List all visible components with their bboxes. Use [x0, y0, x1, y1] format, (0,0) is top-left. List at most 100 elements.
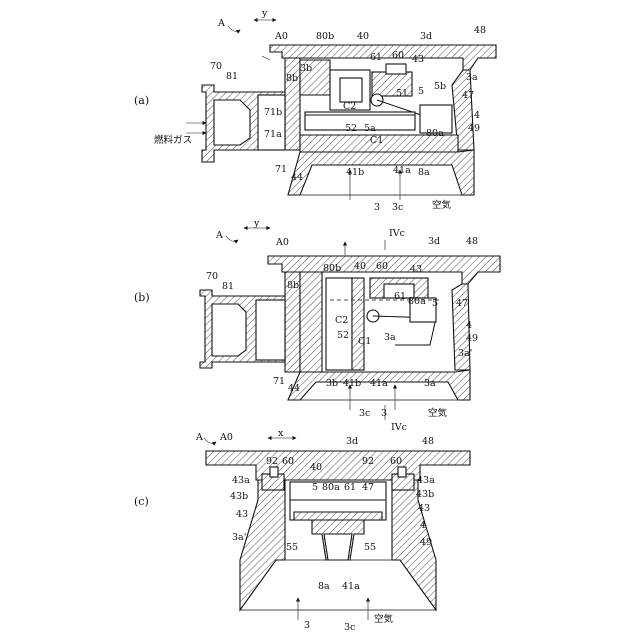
inlet-bore-81 [214, 100, 250, 145]
label-IVc: IVc [389, 228, 405, 239]
label-40: 40 [357, 31, 369, 42]
label-55-right: 55 [364, 542, 376, 553]
label-43-left: 43 [236, 509, 248, 520]
label-air: 空気 [374, 613, 394, 625]
label-8b: 8b [286, 73, 298, 84]
label-92-right: 92 [362, 456, 374, 467]
label-43b-right: 43b [416, 489, 434, 500]
label-49: 49 [466, 333, 478, 344]
label-41a: 41a [342, 581, 360, 592]
label-y: y [261, 8, 268, 19]
label-43b-left: 43b [230, 491, 248, 502]
nozzle-bore [324, 534, 352, 560]
bottom-bell [288, 150, 474, 195]
label-air: 空気 [428, 407, 448, 419]
label-40: 40 [354, 261, 366, 272]
view-arrow-A [204, 438, 216, 443]
label-A: A [195, 432, 203, 443]
label-C2: C2 [343, 101, 356, 112]
inner-block-8b [300, 272, 322, 372]
label-3c: 3c [359, 408, 370, 419]
label-80a: 80a [408, 296, 426, 307]
label-71: 71 [275, 164, 287, 175]
label-3d: 3d [420, 31, 432, 42]
label-70: 70 [206, 271, 218, 282]
label-61: 61 [370, 52, 382, 63]
panel-tag: (c) [134, 495, 149, 508]
label-3a: 3a [466, 72, 478, 83]
label-8b: 8b [287, 280, 299, 291]
label-61: 61 [394, 291, 406, 302]
label-41a: 41a [370, 378, 388, 389]
label-air: 空気 [432, 199, 452, 211]
label-43-right: 43 [418, 503, 430, 514]
label-48: 48 [422, 436, 434, 447]
valve-cap-43 [386, 64, 406, 74]
label-C2: C2 [335, 315, 348, 326]
label-43a-left: 43a [232, 475, 250, 486]
label-4: 4 [420, 520, 426, 531]
label-40: 40 [310, 462, 322, 473]
label-55-left: 55 [286, 542, 298, 553]
label-70: 70 [210, 61, 222, 72]
label-5: 5 [432, 298, 438, 309]
label-A0: A0 [275, 237, 289, 248]
label-61: 61 [344, 482, 356, 493]
label-41b: 41b [346, 167, 364, 178]
divider-41b [352, 278, 364, 370]
label-80b: 80b [323, 263, 341, 274]
label-44: 44 [291, 172, 303, 183]
leader-A0 [262, 56, 270, 60]
panel-b: (b) IVc A y A0 3d 48 80b [134, 218, 500, 433]
label-A: A [217, 18, 225, 29]
label-51: 51 [396, 88, 408, 99]
screw-92-left [270, 467, 278, 477]
label-5b: 5b [434, 81, 446, 92]
view-arrow-A [226, 236, 238, 241]
label-3d: 3d [428, 236, 440, 247]
screw-92-right [398, 467, 406, 477]
view-arrow-A [228, 26, 240, 31]
label-71: 71 [273, 376, 285, 387]
label-41b: 41b [343, 378, 361, 389]
label-47: 47 [456, 298, 468, 309]
label-5: 5 [312, 482, 318, 493]
label-60: 60 [392, 50, 404, 61]
inlet-chamber [256, 300, 285, 360]
label-C1: C1 [358, 336, 371, 347]
label-60: 60 [376, 261, 388, 272]
label-49: 49 [468, 123, 480, 134]
label-92-left: 92 [266, 456, 278, 467]
label-43: 43 [410, 264, 422, 275]
label-4: 4 [466, 320, 472, 331]
label-3d: 3d [346, 436, 358, 447]
label-3b: 3b [326, 378, 338, 389]
label-A0: A0 [219, 432, 233, 443]
label-3c: 3c [392, 202, 403, 213]
label-81: 81 [222, 281, 234, 292]
label-47: 47 [362, 482, 374, 493]
panel-c: (c) A A0 x 3d 48 92 60 92 60 40 43a [134, 428, 470, 633]
label-71b: 71b [264, 107, 282, 118]
label-5a: 5a [364, 123, 376, 134]
label-80a: 80a [426, 128, 444, 139]
label-60-right: 60 [390, 456, 402, 467]
label-81: 81 [226, 71, 238, 82]
label-48: 48 [474, 25, 486, 36]
left-wall [285, 58, 300, 150]
label-52: 52 [345, 123, 357, 134]
label-C1: C1 [370, 135, 383, 146]
label-IVc-bottom: IVc [391, 422, 407, 433]
outlet-80b [340, 78, 362, 102]
label-3: 3 [304, 620, 310, 631]
label-A0: A0 [274, 31, 288, 42]
label-41a: 41a [393, 165, 411, 176]
label-3a-prime: 3a' [232, 532, 246, 543]
label-fuel-gas: 燃料ガス [154, 134, 192, 146]
label-3a-prime: 3a' [458, 348, 472, 359]
panel-tag: (a) [134, 94, 149, 107]
label-44: 44 [288, 383, 300, 394]
label-8a: 8a [318, 581, 330, 592]
